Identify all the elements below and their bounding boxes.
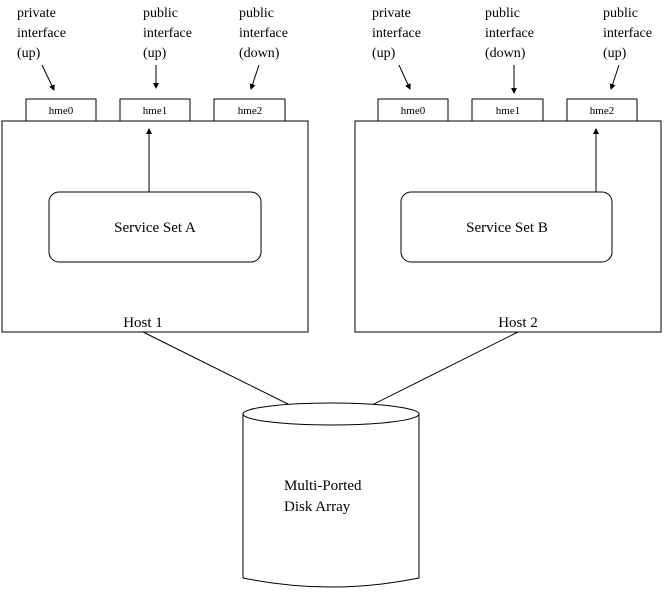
- nic-box: [377, 98, 449, 122]
- nic-hme2: hme2: [566, 98, 638, 122]
- caption-line: public: [603, 6, 638, 21]
- nic-label: hme1: [496, 105, 520, 117]
- caption-line: interface: [485, 26, 534, 41]
- nic-hme1: hme1: [471, 98, 544, 122]
- host-label: Host 1: [123, 315, 163, 331]
- caption-line: interface: [17, 26, 66, 41]
- caption-arrow: [41, 64, 55, 91]
- caption-line: public: [485, 6, 520, 21]
- host2-caption-hme1: public interface (down): [485, 6, 534, 61]
- nic-label: hme2: [238, 105, 262, 117]
- disk-body: [242, 414, 420, 588]
- caption-line: public: [239, 6, 274, 21]
- host2-disk-link: [353, 331, 519, 415]
- nic-box: [471, 98, 544, 122]
- nic-label: hme0: [49, 105, 74, 117]
- nic-box: [119, 98, 191, 122]
- caption-line: interface: [143, 26, 192, 41]
- caption-arrow: [249, 64, 260, 90]
- caption-line: (up): [17, 46, 41, 61]
- service-set-label: Service Set A: [114, 220, 196, 236]
- caption-arrow: [398, 64, 411, 90]
- nic-hme2: hme2: [213, 98, 286, 122]
- disk-label-line-2: Disk Array: [284, 499, 351, 515]
- nic-label: hme1: [143, 105, 167, 117]
- nic-box: [566, 98, 638, 122]
- host2-caption-hme2: public interface (up): [603, 6, 652, 61]
- host-1: private interface (up) public interface …: [1, 6, 309, 333]
- host1-caption-hme0: private interface (up): [17, 6, 66, 61]
- host2-caption-hme0: private interface (up): [372, 6, 421, 61]
- nic-hme0: hme0: [377, 98, 449, 122]
- disk-label-line-1: Multi-Ported: [284, 478, 362, 494]
- host1-caption-hme1: public interface (up): [143, 6, 192, 61]
- caption-line: (down): [485, 46, 526, 61]
- nic-hme1: hme1: [119, 98, 191, 122]
- host1-disk-link: [142, 331, 309, 415]
- nic-box: [25, 98, 97, 122]
- host1-caption-hme2: public interface (down): [239, 6, 288, 61]
- caption-line: (up): [372, 46, 396, 61]
- caption-arrow: [609, 64, 620, 90]
- nic-label: hme2: [590, 105, 614, 117]
- caption-line: (up): [603, 46, 627, 61]
- caption-line: (up): [143, 46, 167, 61]
- caption-line: private: [372, 6, 411, 21]
- nic-box: [213, 98, 286, 122]
- nic-label: hme0: [401, 105, 426, 117]
- service-set-box: [400, 191, 613, 263]
- caption-line: interface: [372, 26, 421, 41]
- service-set-box: [48, 191, 262, 263]
- disk-array: Multi-Ported Disk Array: [242, 402, 420, 588]
- caption-line: private: [17, 6, 56, 21]
- caption-line: interface: [603, 26, 652, 41]
- caption-line: interface: [239, 26, 288, 41]
- nic-hme0: hme0: [25, 98, 97, 122]
- caption-line: public: [143, 6, 178, 21]
- disk-top: [242, 402, 420, 426]
- host-2: private interface (up) public interface …: [354, 6, 662, 333]
- caption-line: (down): [239, 46, 280, 61]
- host-label: Host 2: [498, 315, 538, 331]
- service-set-label: Service Set B: [466, 220, 548, 236]
